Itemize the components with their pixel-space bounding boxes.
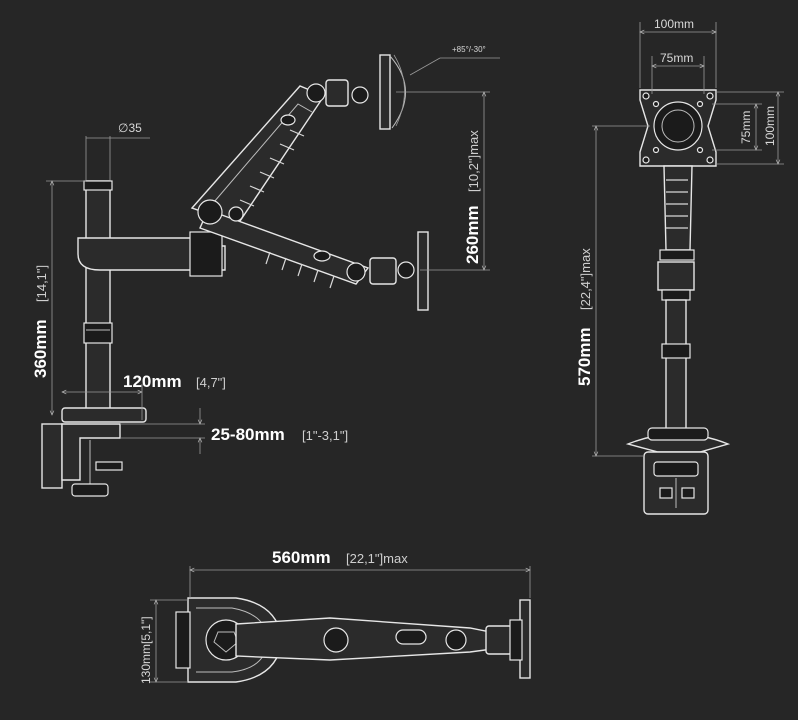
side-lower-arm-ribs: [265, 251, 335, 289]
vesa-100-side: 100mm: [763, 106, 777, 146]
side-clamp: [41, 423, 63, 489]
height-360-label: 360mm: [31, 319, 50, 378]
base-120-inch: [4,7"]: [196, 375, 226, 390]
front-pole: [665, 299, 687, 431]
tilt-label: +85°/-30°: [452, 45, 486, 54]
depth-130-label: 130mm[5,1"]: [139, 616, 153, 684]
travel-260-inch: [10,2"]max: [466, 130, 481, 192]
front-view: 100mm 75mm 75mm 100mm 570mm [22,4"]max: [575, 17, 784, 515]
side-upper-arm-ribs: [239, 129, 305, 207]
side-pole-ring: [83, 322, 113, 344]
front-height-570-inch: [22,4"]max: [578, 248, 593, 310]
side-base-plate: [61, 407, 147, 423]
vesa-100-top: 100mm: [654, 17, 694, 31]
side-view: +85°/-30° ∅35 360mm [14,1"] 1: [31, 45, 500, 497]
clamp-range-label: 25-80mm: [211, 425, 285, 444]
reach-560-inch: [22,1"]max: [346, 551, 408, 566]
vesa-75-top: 75mm: [660, 51, 693, 65]
clamp-range-inch: [1"-3,1"]: [302, 428, 348, 443]
height-360-inch: [14,1"]: [34, 265, 49, 302]
front-arm-ribs: [666, 179, 688, 229]
travel-260-label: 260mm: [463, 205, 482, 264]
side-lower-vesa-plate: [417, 231, 429, 311]
vesa-75-side: 75mm: [739, 111, 753, 144]
side-clamp-knob: [71, 483, 109, 497]
base-120-label: 120mm: [123, 372, 182, 391]
reach-560-label: 560mm: [272, 548, 331, 567]
front-height-570-label: 570mm: [575, 327, 594, 386]
diameter-label: ∅35: [118, 121, 142, 135]
front-vesa-hub: [653, 101, 703, 151]
side-upper-vesa-plate: [379, 54, 391, 130]
top-view: 560mm [22,1"]max 130mm[5,1"]: [139, 548, 531, 684]
front-arm: [663, 165, 693, 251]
top-arm-slot: [395, 629, 427, 645]
side-pole: [85, 180, 111, 414]
side-pole-collar-top: [83, 180, 113, 191]
